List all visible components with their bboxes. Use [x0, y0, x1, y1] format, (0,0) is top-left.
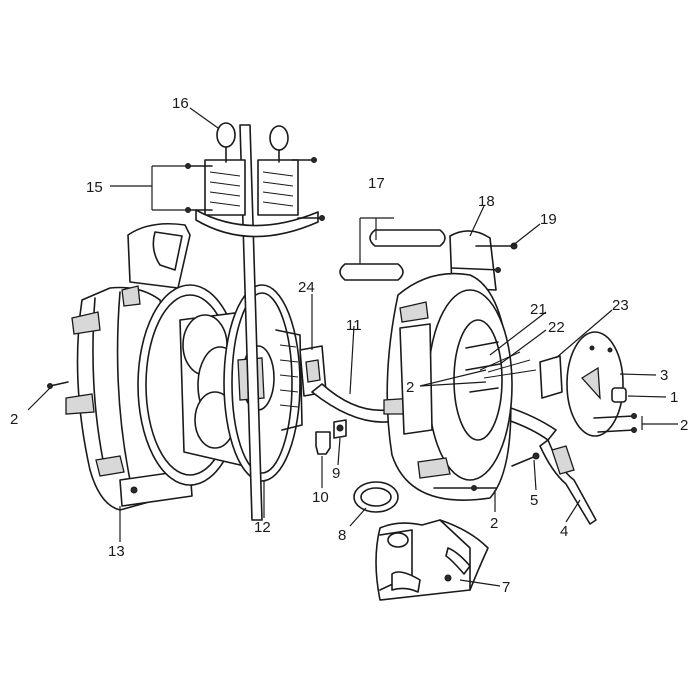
part-3-cover-plate [566, 331, 624, 437]
part-23-switch [539, 355, 563, 399]
callout-21: 21 [530, 301, 547, 318]
part-7-wall-bracket [375, 519, 489, 601]
part-2-screw-left [47, 381, 69, 389]
callout-1: 1 [670, 389, 678, 406]
part-1-button [611, 387, 627, 403]
callout-13: 13 [108, 543, 125, 560]
part-5-screw [511, 452, 540, 467]
part-2-screws-bottom [433, 485, 497, 491]
part-2-screws-right [593, 413, 637, 433]
callout-labels: 16 15 17 18 19 24 11 21 22 23 2 3 1 2 2 … [10, 95, 688, 596]
callout-24: 24 [298, 279, 315, 296]
part-21-22-wires [479, 351, 537, 379]
part-18-right-housing [383, 230, 513, 501]
callout-5: 5 [530, 492, 538, 509]
callout-7: 7 [502, 579, 510, 596]
callout-18: 18 [478, 193, 495, 210]
part-4-power-cord [539, 439, 597, 525]
callout-2-right: 2 [680, 417, 688, 434]
callout-17: 17 [368, 175, 385, 192]
callout-10: 10 [312, 489, 329, 506]
callout-2-left: 2 [10, 411, 18, 428]
part-8-foot [353, 481, 399, 513]
part-10-fitting [315, 431, 331, 455]
part-16-knob [216, 122, 289, 163]
callout-22: 22 [548, 319, 565, 336]
part-12-hose-drum [137, 284, 303, 486]
callout-11: 11 [346, 317, 362, 334]
callout-12: 12 [254, 519, 271, 536]
callout-16: 16 [172, 95, 189, 112]
rod [239, 124, 263, 521]
callout-2-bottom: 2 [490, 515, 498, 532]
callout-9: 9 [332, 465, 340, 482]
callout-4: 4 [560, 523, 568, 540]
part-15-spring-bracket [185, 157, 325, 238]
part-17-tubes [339, 229, 446, 281]
leader-lines [27, 107, 678, 587]
callout-19: 19 [540, 211, 557, 228]
part-9-nut [333, 419, 347, 439]
callout-15: 15 [86, 179, 103, 196]
part-19-screw [475, 242, 518, 250]
callout-3: 3 [660, 367, 668, 384]
callout-2-center: 2 [406, 379, 414, 396]
part-24-guide [299, 345, 327, 397]
callout-23: 23 [612, 297, 629, 314]
callout-8: 8 [338, 527, 346, 544]
